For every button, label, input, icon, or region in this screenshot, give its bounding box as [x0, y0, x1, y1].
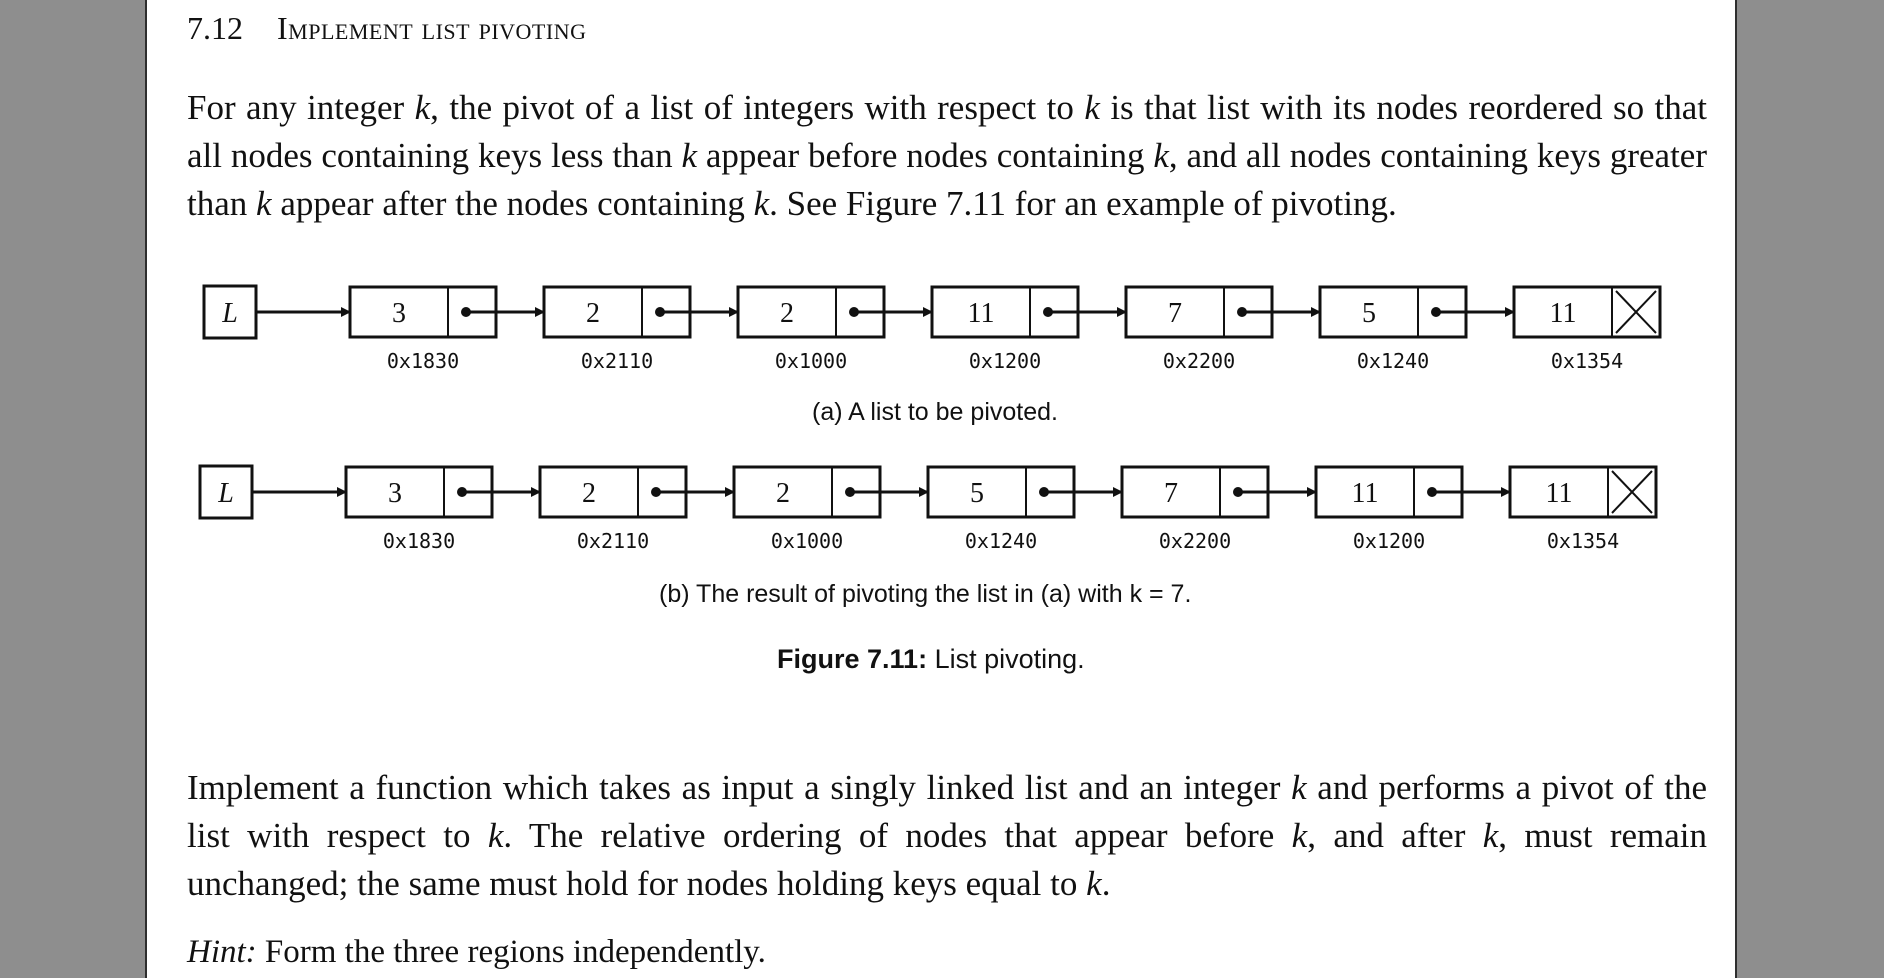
- list-b-head-label: L: [217, 478, 234, 509]
- italic-variable: k: [681, 136, 697, 175]
- italic-variable: k: [487, 816, 504, 855]
- list-b-node-key: 3: [388, 478, 402, 509]
- italic-variable: k: [1291, 816, 1308, 855]
- italic-variable: k: [753, 184, 770, 223]
- list-b-node-key: 2: [776, 478, 790, 509]
- list-a-node-address: 0x1200: [969, 349, 1041, 373]
- list-b-node-address: 0x1830: [383, 529, 455, 553]
- list-a-node-key: 11: [1550, 298, 1577, 329]
- italic-variable: k: [256, 184, 272, 223]
- section-heading: 7.12 Implement list pivoting: [187, 10, 586, 47]
- list-b-node-key: 2: [582, 478, 596, 509]
- task-statement: Implement a function which takes as inpu…: [187, 764, 1707, 908]
- list-a-node-key: 2: [780, 298, 794, 329]
- list-a-node-address: 0x1000: [775, 349, 847, 373]
- text-run: , and after: [1307, 816, 1483, 855]
- text-run: , the pivot of a list of integers with r…: [430, 88, 1085, 127]
- italic-variable: k: [1086, 864, 1102, 903]
- italic-variable: k: [1291, 768, 1307, 807]
- figure-caption-label: Figure 7.11:: [777, 644, 928, 674]
- text-run: .: [1101, 864, 1111, 903]
- hint-text: Form the three regions independently.: [256, 934, 766, 970]
- list-b-node-address: 0x1240: [965, 529, 1037, 553]
- list-a-node-key: 5: [1362, 298, 1376, 329]
- text-run: appear before nodes containing: [697, 136, 1154, 175]
- list-a-node-key: 7: [1168, 298, 1182, 329]
- text-run: , must remain unchanged; the same must h…: [187, 816, 1707, 903]
- figure-7-11-diagram: L 3 0x1830 2 0x2110 2 0x1000 11 0x1200 7 0x2200 5 0x…: [198, 284, 1662, 553]
- list-a-node-address: 0x1240: [1357, 349, 1429, 373]
- list-a-node-key: 3: [392, 298, 406, 329]
- text-run: is that list with its nodes reordered so…: [187, 88, 1707, 175]
- list-b-node-address: 0x1000: [771, 529, 843, 553]
- italic-variable: k: [414, 88, 431, 127]
- list-a-node-key: 11: [968, 298, 995, 329]
- section-title: Implement list pivoting: [277, 10, 587, 46]
- list-b-node-address: 0x2200: [1159, 529, 1231, 553]
- list-b-node-key: 11: [1546, 478, 1573, 509]
- list-a-diagram: L 3 0x1830 2 0x2110 2 0x1000 11 0x1200 7 0x2200 5 0x…: [202, 284, 1662, 373]
- text-run: and performs a pivot of the list with re…: [187, 768, 1707, 855]
- list-a-head-label: L: [221, 298, 238, 329]
- list-a-node-key: 2: [586, 298, 600, 329]
- hint: Hint: Form the three regions independent…: [187, 934, 766, 971]
- list-b-node-key: 7: [1164, 478, 1178, 509]
- list-a-node-address: 0x1354: [1551, 349, 1623, 373]
- list-a-node-address: 0x2200: [1163, 349, 1235, 373]
- figure-caption: Figure 7.11: List pivoting.: [777, 644, 1085, 675]
- list-b-null-cross: [1611, 470, 1653, 514]
- list-b-node-address: 0x1354: [1547, 529, 1619, 553]
- list-b-node-address: 0x2110: [577, 529, 649, 553]
- list-a-node-box: [1512, 285, 1662, 339]
- text-run: . The relative ordering of nodes that ap…: [503, 816, 1292, 855]
- list-a-node-address: 0x1830: [387, 349, 459, 373]
- list-a-null-cross: [1615, 290, 1657, 334]
- list-b-node-key: 11: [1352, 478, 1379, 509]
- list-b-node-box: [926, 465, 1076, 519]
- text-run: appear after the nodes containing: [271, 184, 754, 223]
- section-number: 7.12: [187, 10, 243, 46]
- italic-variable: k: [1482, 816, 1499, 855]
- list-a-node-address: 0x2110: [581, 349, 653, 373]
- text-run: , and all nodes containing keys greater …: [187, 136, 1707, 223]
- problem-statement: For any integer k, the pivot of a list o…: [187, 84, 1707, 228]
- text-run: . See Figure 7.11 for an example of pivo…: [769, 184, 1397, 223]
- list-a-head-box: [202, 284, 258, 340]
- list-b-node-box: [1508, 465, 1658, 519]
- figure-caption-text: List pivoting.: [927, 644, 1085, 674]
- hint-label: Hint:: [187, 934, 257, 970]
- list-b-node-address: 0x1200: [1353, 529, 1425, 553]
- text-run: Implement a function which takes as inpu…: [187, 768, 1292, 807]
- book-page: 7.12 Implement list pivoting For any inte…: [145, 0, 1737, 978]
- text-run: For any integer: [187, 88, 415, 127]
- list-b-node-key: 5: [970, 478, 984, 509]
- subcaption-b: (b) The result of pivoting the list in (…: [659, 580, 1192, 608]
- subcaption-a: (a) A list to be pivoted.: [812, 398, 1058, 426]
- list-b-diagram: L 3 0x1830 2 0x2110 2 0x1000 5 0x1240 7 0x2200 11 0x…: [198, 464, 1658, 553]
- italic-variable: k: [1084, 88, 1100, 127]
- italic-variable: k: [1153, 136, 1169, 175]
